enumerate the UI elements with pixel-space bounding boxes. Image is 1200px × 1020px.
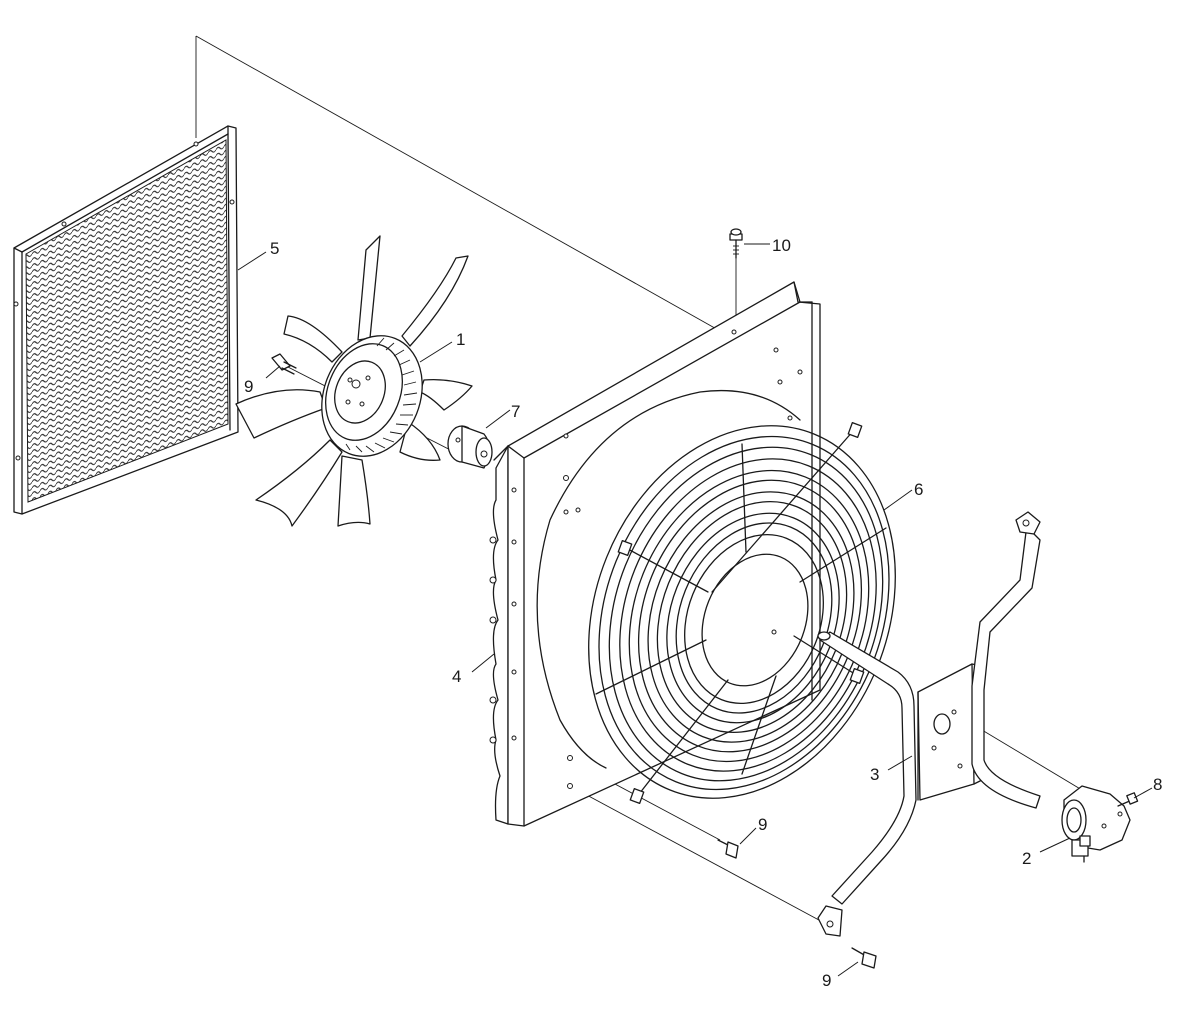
callout-labels: 5 1 7 9 10 6 4 3 9 8 2 9: [244, 236, 1162, 990]
callout-8: 8: [1153, 775, 1162, 794]
callout-10: 10: [772, 236, 791, 255]
motor-mount-bracket: [917, 511, 1041, 809]
bolt-part-9-bottom: [851, 947, 877, 969]
callout-2: 2: [1022, 849, 1031, 868]
callout-6: 6: [914, 480, 923, 499]
callout-9-bottom: 9: [822, 971, 831, 990]
callout-3: 3: [870, 765, 879, 784]
callout-1: 1: [456, 330, 465, 349]
callout-9-top: 9: [244, 377, 253, 396]
callout-9-middle: 9: [758, 815, 767, 834]
radiator-screen-part-5: [13, 125, 239, 515]
callout-7: 7: [511, 402, 520, 421]
callout-5: 5: [270, 239, 279, 258]
callout-4: 4: [452, 667, 461, 686]
motor-unit-part-2: [1061, 785, 1131, 863]
bolt-part-9-top: [271, 353, 297, 375]
fan-shroud-part-4: [489, 281, 821, 827]
hub-adapter-part-7: [447, 425, 493, 469]
bracket-part-3: [817, 631, 917, 937]
bolt-part-10: [729, 228, 743, 259]
fan-blade-part-1: [235, 235, 473, 527]
bolt-part-9-middle: [717, 839, 739, 859]
fan-guard-part-6: [588, 422, 896, 804]
leader-lines: [237, 243, 1153, 977]
